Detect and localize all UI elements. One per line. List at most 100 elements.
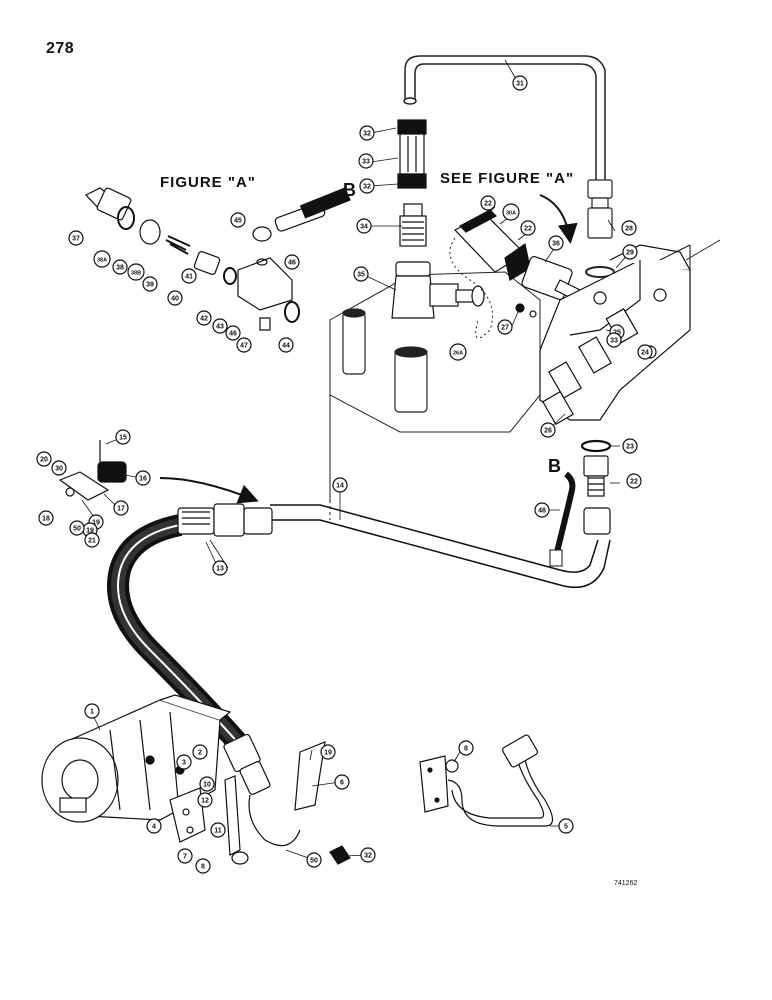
hose-lower-fitting: [223, 733, 301, 847]
callout-circle: [512, 75, 528, 91]
callout-circle: [353, 266, 369, 282]
callout-circle: [558, 818, 574, 834]
callout-circle: [181, 268, 197, 284]
callout-c11: 11: [210, 822, 226, 838]
callout-circle: [622, 438, 638, 454]
callout-circle: [115, 429, 131, 445]
dashed-assembly-line: [449, 237, 493, 339]
callout-c14: 14: [332, 477, 348, 493]
callout-c8b: 8: [458, 740, 474, 756]
callout-c27: 27: [497, 319, 513, 335]
callout-c26: 26: [540, 422, 556, 438]
callout-circle: [360, 847, 376, 863]
callout-c1: 1: [84, 703, 100, 719]
callout-circle: [167, 290, 183, 306]
callout-label: 44: [282, 343, 290, 350]
connection-letter-top: B: [343, 180, 356, 200]
callout-c8: 8: [195, 858, 211, 874]
callout-label: 32: [364, 853, 372, 860]
hydraulic-pump: [41, 694, 232, 823]
callout-c33: 33: [358, 153, 374, 169]
callout-label: 10: [203, 782, 211, 789]
callout-circle: [626, 473, 642, 489]
callout-c47: 47: [236, 337, 252, 353]
callout-c6: 6: [334, 774, 350, 790]
tube-fitting: [585, 179, 615, 278]
callout-c46: 46: [284, 254, 300, 270]
callout-label: 37: [72, 236, 80, 243]
callout-circle: [38, 510, 54, 526]
see-figure-arrow: [539, 194, 578, 244]
callout-circle: [480, 195, 496, 211]
callout-circle: [458, 740, 474, 756]
callout-label: 43: [216, 324, 224, 331]
filter-assembly: [397, 119, 427, 247]
callout-label: 24: [641, 350, 649, 357]
callout-label: 46: [229, 331, 237, 338]
callout-label: 14: [336, 483, 344, 490]
callout-circle: [196, 310, 212, 326]
callout-circle: [197, 792, 213, 808]
callout-circle: [236, 337, 252, 353]
callout-circle: [84, 703, 100, 719]
callout-label: 11: [214, 828, 222, 835]
callout-label: 18: [42, 516, 50, 523]
callout-label: 8: [201, 864, 205, 871]
callout-label: 19: [324, 750, 332, 757]
callout-c40: 40: [167, 290, 183, 306]
callout-label: 7: [183, 854, 187, 861]
callout-circle: [93, 250, 111, 268]
callout-c33b: 33: [606, 332, 622, 348]
callout-circle: [534, 502, 550, 518]
callout-circle: [359, 125, 375, 141]
callout-c28: 28: [621, 220, 637, 236]
callout-c13: 13: [212, 560, 228, 576]
callout-circle: [146, 818, 162, 834]
callout-label: 17: [117, 506, 125, 513]
callout-c30a: 30A: [502, 203, 520, 221]
page-number: 278: [46, 40, 75, 57]
callout-c22: 22: [480, 195, 496, 211]
callout-c24: 24: [637, 344, 653, 360]
callout-c38b: 38B: [127, 263, 145, 281]
callout-c39: 39: [142, 276, 158, 292]
callout-c31: 31: [512, 75, 528, 91]
callout-label: 26: [544, 428, 552, 435]
callout-c21: 21: [84, 532, 100, 548]
callout-label: 35: [357, 272, 365, 279]
callout-c34: 34: [356, 218, 372, 234]
callout-c3: 3: [176, 754, 192, 770]
callout-label: 22: [484, 201, 492, 208]
connection-letter-bottom: B: [548, 456, 561, 476]
callout-c50b: 50: [69, 520, 85, 536]
callout-circle: [142, 276, 158, 292]
callout-label: 19: [86, 528, 94, 535]
callout-label: 48: [538, 508, 546, 515]
callout-circle: [192, 744, 208, 760]
callout-label: 6: [340, 780, 344, 787]
callout-c48: 48: [534, 502, 550, 518]
callout-label: 30A: [506, 211, 516, 217]
callout-label: 4: [152, 824, 156, 831]
callout-c12: 12: [197, 792, 213, 808]
callout-c30: 30: [51, 460, 67, 476]
callout-circle: [230, 212, 246, 228]
callout-label: 38B: [131, 271, 141, 277]
callout-circle: [548, 235, 564, 251]
callout-label: 42: [200, 316, 208, 323]
callout-label: 5: [564, 824, 568, 831]
callout-c7: 7: [177, 848, 193, 864]
callout-label: 32: [363, 131, 371, 138]
suction-tube-assembly: [419, 734, 554, 827]
drain-plug: [231, 845, 351, 865]
callout-c2: 2: [192, 744, 208, 760]
callout-circle: [359, 178, 375, 194]
callout-label: 45: [234, 218, 242, 225]
callout-label: 2: [198, 750, 202, 757]
callout-circle: [127, 263, 145, 281]
callout-circle: [637, 344, 653, 360]
callout-c43: 43: [212, 318, 228, 334]
callout-label: 12: [201, 798, 209, 805]
callout-label: 32: [363, 184, 371, 191]
reservoir-tank: [329, 271, 541, 520]
